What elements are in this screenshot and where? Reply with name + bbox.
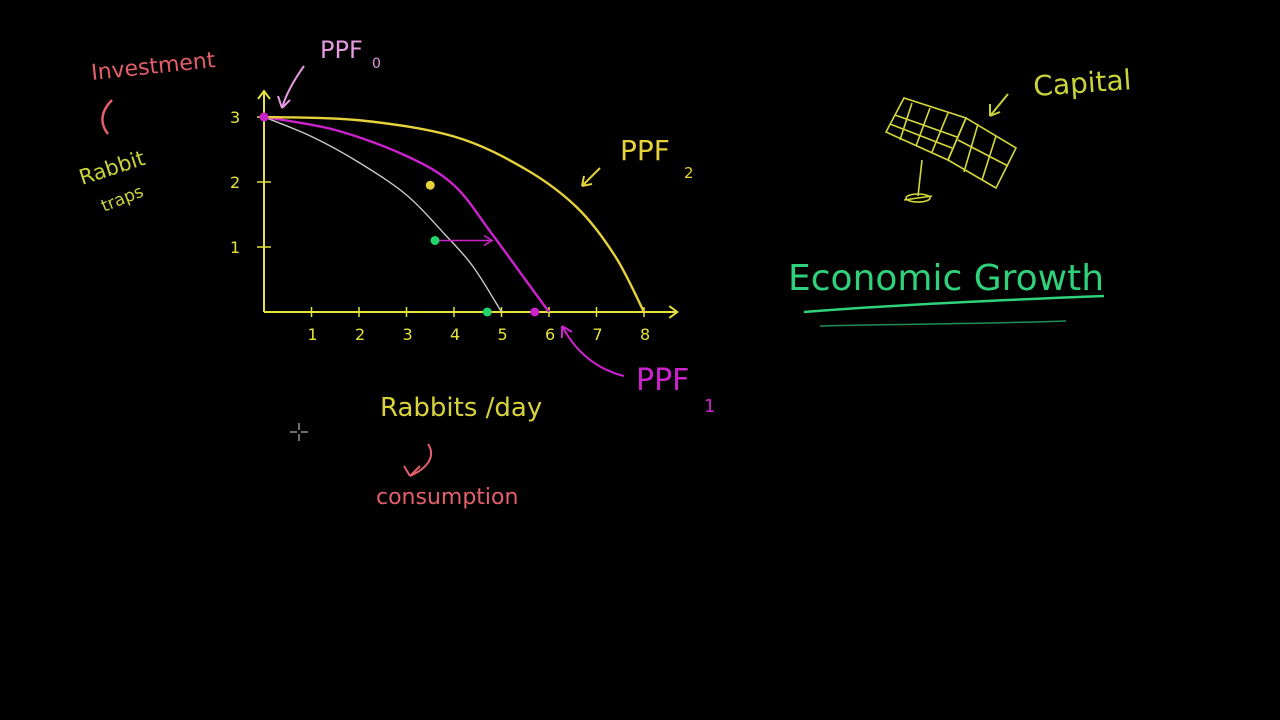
x-tick-label: 8 <box>640 325 650 344</box>
traps-label: traps <box>98 182 146 217</box>
data-point <box>259 112 269 122</box>
ppf-chart: 1 2 3 4 5 6 7 8 1 2 3 <box>230 89 679 344</box>
ppf0-subscript: 0 <box>372 56 381 72</box>
investment-label: Investment <box>90 48 217 86</box>
x-tick-label: 3 <box>403 325 413 344</box>
capital-label: Capital <box>1032 63 1132 103</box>
rabbits-per-day-label: Rabbits /day <box>380 393 542 423</box>
x-tick-label: 6 <box>545 325 555 344</box>
x-tick-label: 1 <box>308 325 318 344</box>
data-point <box>425 180 435 190</box>
x-tick-label: 5 <box>498 325 508 344</box>
consumption-label: consumption <box>376 485 518 510</box>
capital-arrow-icon <box>989 93 1009 117</box>
rabbit-trap-sketch-icon <box>884 97 1018 203</box>
y-tick-label: 2 <box>230 173 240 192</box>
ppf0-label: PPF <box>320 36 363 64</box>
ppf1-arrow-icon <box>561 325 625 377</box>
economic-growth-label: Economic Growth <box>788 258 1104 299</box>
x-tick-label: 4 <box>450 325 460 344</box>
ppf1-label: PPF <box>636 363 689 398</box>
data-point <box>430 236 440 245</box>
x-tick-label: 7 <box>593 325 603 344</box>
ppf2-arrow-icon <box>581 167 601 187</box>
series-ppf1-line <box>263 115 550 313</box>
series-ppf2-line <box>263 115 646 313</box>
consumption-arrow-icon <box>403 443 433 477</box>
ppf0-arrow-icon <box>277 65 305 109</box>
data-point <box>482 307 492 317</box>
crosshair-cursor-icon <box>290 423 308 441</box>
y-axis-arrow-icon <box>257 89 271 100</box>
investment-arrow-icon <box>101 99 113 135</box>
y-tick-label: 3 <box>230 108 240 127</box>
economic-growth-underline <box>803 294 1105 314</box>
shift-arrow-head-icon <box>483 234 494 247</box>
ppf2-subscript: 2 <box>684 164 694 182</box>
ppf2-label: PPF <box>620 134 670 167</box>
series-ppf0-line <box>263 116 503 313</box>
economic-growth-underline-2 <box>819 320 1067 327</box>
ppf1-subscript: 1 <box>704 396 715 417</box>
y-tick-label: 1 <box>230 238 240 257</box>
data-point <box>530 307 540 317</box>
x-tick-label: 2 <box>355 325 365 344</box>
x-axis-arrow-icon <box>668 305 679 319</box>
